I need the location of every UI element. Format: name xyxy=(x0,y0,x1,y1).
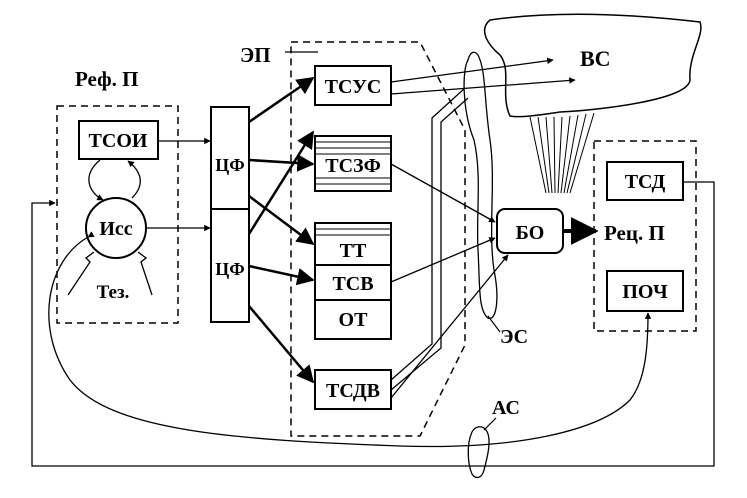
as-loop xyxy=(467,426,490,479)
iss-label: Исс xyxy=(99,218,132,240)
as-label-leader xyxy=(483,417,497,431)
loop-left-arrow xyxy=(88,159,104,201)
es-loop xyxy=(463,51,498,319)
tsd-label: ТСД xyxy=(625,171,666,193)
tszf-hatch xyxy=(315,141,391,185)
tsd-box xyxy=(606,161,684,201)
tsoi-label: ТСОИ xyxy=(89,130,148,152)
tsdv-to-bo-arrow xyxy=(390,254,509,399)
vs-label: ВС xyxy=(580,46,611,71)
vs-to-bo-signal xyxy=(529,112,595,194)
ep-label: ЭП xyxy=(240,43,271,67)
tsus-box xyxy=(314,65,392,106)
tsdv-label: ТСДВ xyxy=(326,380,380,402)
poch-label: ПОЧ xyxy=(622,281,668,303)
ot-label: ОТ xyxy=(339,309,369,331)
bo-label: БО xyxy=(516,222,545,244)
loop-right-arrow xyxy=(127,160,141,199)
tsus-label: ТСУС xyxy=(325,76,382,98)
tszf-label: ТСЗФ xyxy=(325,155,381,177)
ref-p-label: Реф. П xyxy=(75,67,139,91)
es-label-leader xyxy=(487,315,501,333)
tt-label: ТТ xyxy=(340,240,367,262)
ep-region xyxy=(290,41,466,437)
cf-label-bottom: ЦФ xyxy=(215,259,244,279)
tsoi-box xyxy=(78,120,159,160)
cf-fanout-arrows xyxy=(247,76,315,384)
tsus-to-vs-arrow-2 xyxy=(390,77,576,95)
es-label: ЭС xyxy=(500,326,528,348)
tez-left-line xyxy=(67,251,95,296)
tsdv-to-vs-double-line xyxy=(390,87,466,381)
tsv-label: ТСВ xyxy=(332,273,373,295)
cf-label-top: ЦФ xyxy=(215,155,244,175)
iss-to-poch-curve xyxy=(48,231,652,448)
tez-right-line xyxy=(137,251,153,296)
tszf-label-bg xyxy=(318,156,388,176)
vs-cloud xyxy=(483,13,702,118)
tsus-to-vs-arrow-1 xyxy=(390,57,554,83)
tez-label: Тез. xyxy=(97,282,130,303)
as-label: АС xyxy=(492,397,520,419)
ref-p-region xyxy=(56,105,179,324)
tsd-feedback-loop xyxy=(31,181,715,467)
tsdv-box xyxy=(314,369,392,410)
tszf-to-bo-arrow xyxy=(390,163,496,223)
rec-p-label: Рец. П xyxy=(604,221,665,245)
rec-p-region xyxy=(593,140,697,332)
